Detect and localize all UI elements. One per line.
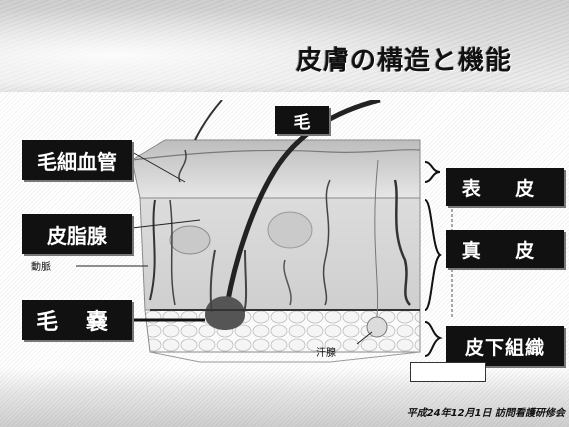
capillary-label: 毛細血管 [22, 140, 132, 180]
title-band [0, 0, 569, 92]
sebaceous-gland-label: 皮脂腺 [22, 214, 132, 254]
dermis-label: 真 皮 [446, 230, 564, 268]
sweat-gland-label: 汗腺 [316, 348, 336, 359]
subcutaneous-tissue-label: 皮下組織 [446, 326, 564, 366]
footer-text: 平成24年12月1日 訪問看護研修会 [406, 408, 565, 419]
slide-title: 皮膚の構造と機能 [296, 46, 513, 76]
hair-follicle-label: 毛 嚢 [22, 300, 132, 340]
epidermis-label: 表 皮 [446, 168, 564, 206]
artery-label: 動脈 [31, 262, 51, 273]
skin-structure-diagram [76, 100, 453, 363]
blank-box [410, 362, 486, 382]
hair-label: 毛 [275, 106, 329, 134]
